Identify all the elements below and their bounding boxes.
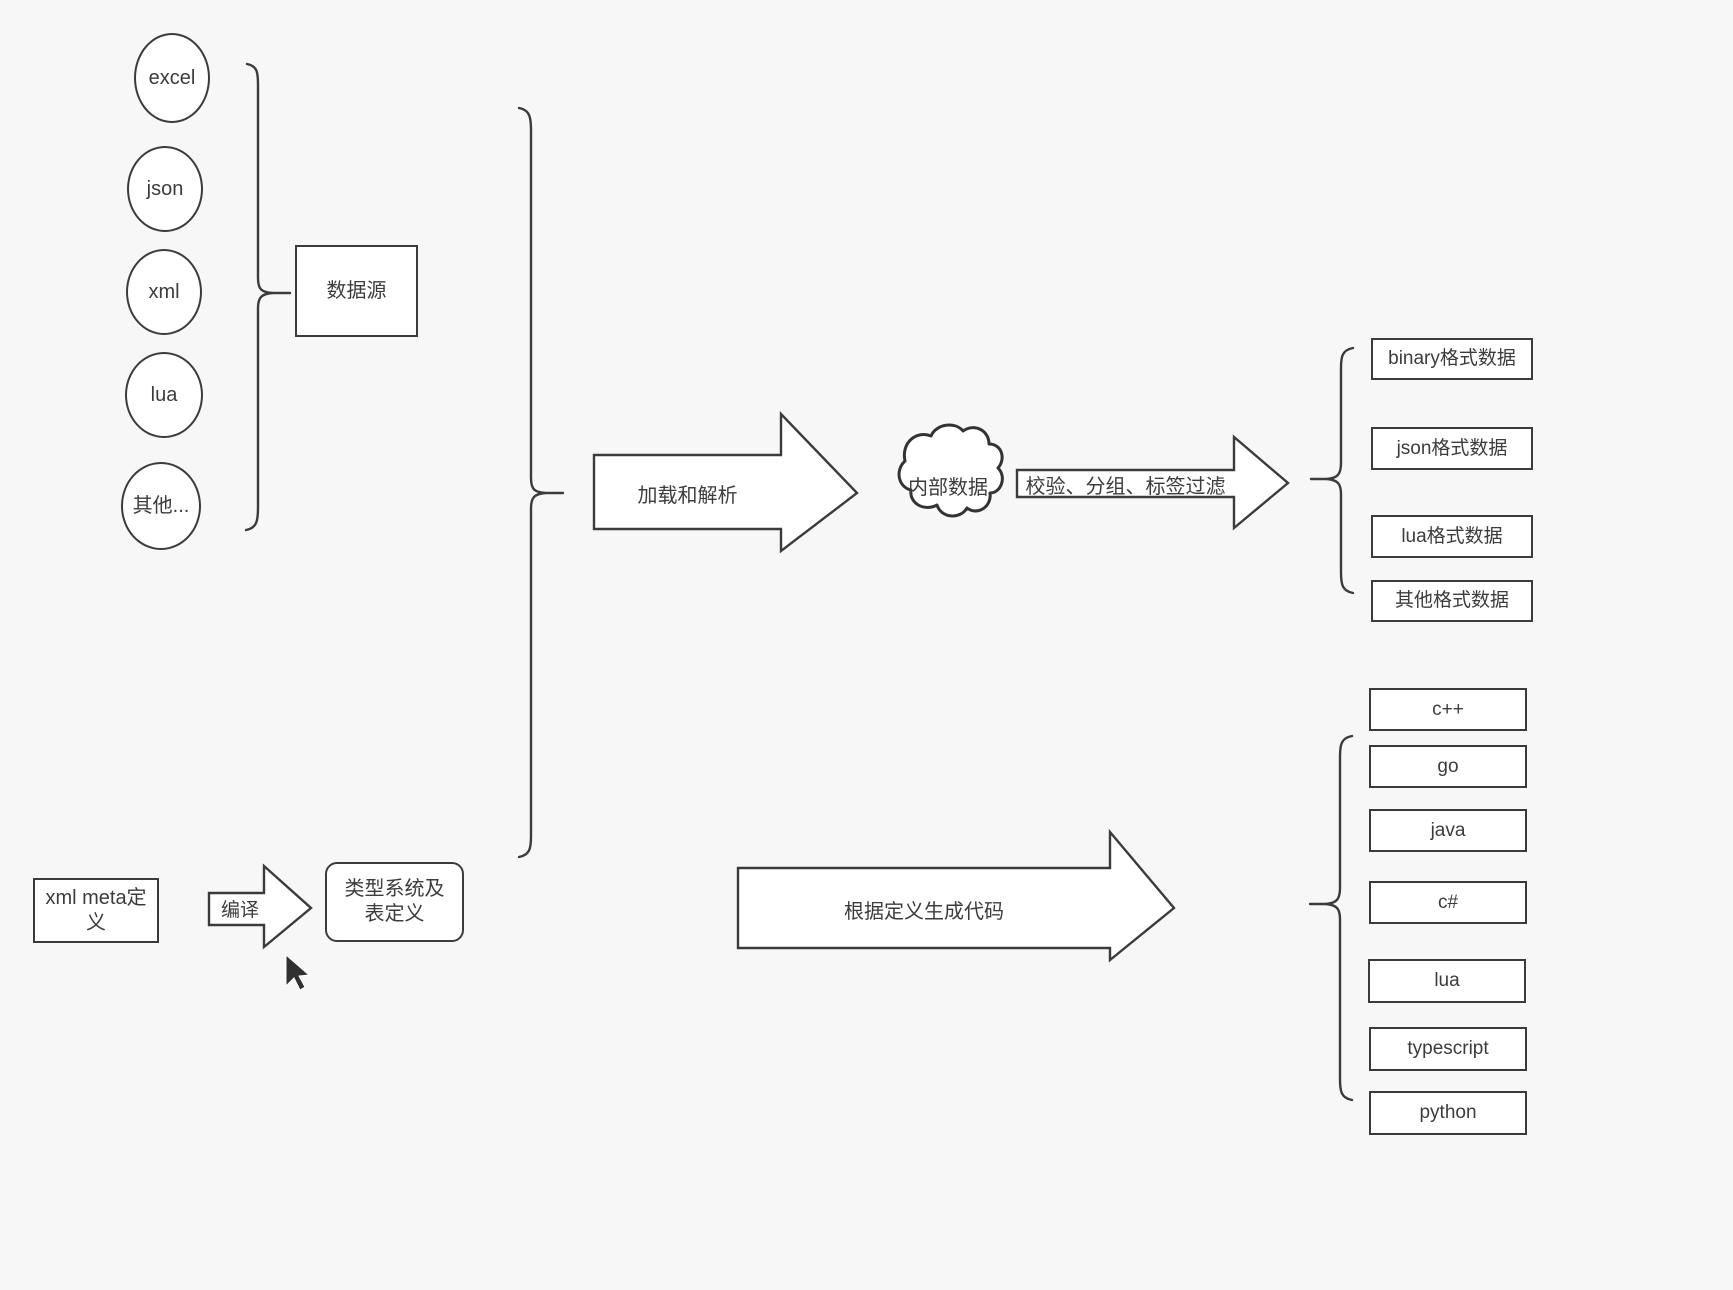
output-format-box-binary[interactable]: binary格式数据: [1371, 338, 1533, 380]
source-node-json[interactable]: json: [127, 146, 203, 232]
output-format-box-other[interactable]: 其他格式数据: [1371, 580, 1533, 622]
formats-brace: [1309, 346, 1355, 595]
input-aggregate-brace: [517, 106, 565, 859]
data-source-group-box[interactable]: 数据源: [295, 245, 418, 337]
language-box-lua[interactable]: lua: [1368, 959, 1526, 1003]
source-node-other[interactable]: 其他...: [121, 462, 201, 550]
type-system-box[interactable]: 类型系统及表定义: [325, 862, 464, 942]
data-source-group-label: 数据源: [326, 279, 387, 302]
source-label: 其他...: [132, 494, 190, 517]
sources-brace: [244, 62, 292, 532]
source-node-excel[interactable]: excel: [134, 33, 210, 123]
source-label: xml: [148, 280, 180, 303]
internal-data-cloud: [897, 423, 1004, 518]
language-box-python[interactable]: python: [1369, 1091, 1527, 1135]
language-label: c++: [1432, 698, 1464, 720]
mouse-cursor: [285, 953, 311, 991]
source-label: lua: [150, 383, 178, 406]
language-box-csharp[interactable]: c#: [1369, 881, 1527, 924]
filter-arrow: [1015, 434, 1290, 531]
language-box-typescript[interactable]: typescript: [1369, 1027, 1527, 1071]
source-node-xml[interactable]: xml: [126, 249, 202, 335]
languages-brace: [1308, 734, 1354, 1102]
xml-meta-definition-box[interactable]: xml meta定义: [33, 878, 159, 943]
language-box-go[interactable]: go: [1369, 745, 1527, 788]
output-format-label: 其他格式数据: [1394, 590, 1509, 612]
source-label: excel: [148, 66, 196, 89]
type-system-label: 类型系统及表定义: [344, 878, 445, 925]
output-format-box-lua[interactable]: lua格式数据: [1371, 515, 1533, 558]
language-label: python: [1419, 1102, 1477, 1124]
language-label: typescript: [1407, 1038, 1489, 1060]
output-format-label: lua格式数据: [1401, 525, 1503, 547]
language-box-cpp[interactable]: c++: [1369, 688, 1527, 731]
codegen-arrow: [736, 828, 1176, 963]
output-format-label: json格式数据: [1396, 437, 1508, 459]
output-format-label: binary格式数据: [1388, 348, 1516, 370]
language-label: lua: [1434, 970, 1460, 992]
language-label: c#: [1437, 891, 1459, 913]
source-label: json: [146, 177, 184, 200]
language-box-java[interactable]: java: [1369, 809, 1527, 852]
compile-arrow: [207, 863, 313, 950]
output-format-box-json[interactable]: json格式数据: [1371, 427, 1533, 470]
source-node-lua[interactable]: lua: [125, 352, 203, 438]
load-parse-arrow: [592, 411, 859, 554]
xml-meta-definition-label: xml meta定义: [45, 886, 147, 934]
language-label: java: [1430, 819, 1466, 841]
language-label: go: [1437, 755, 1459, 777]
